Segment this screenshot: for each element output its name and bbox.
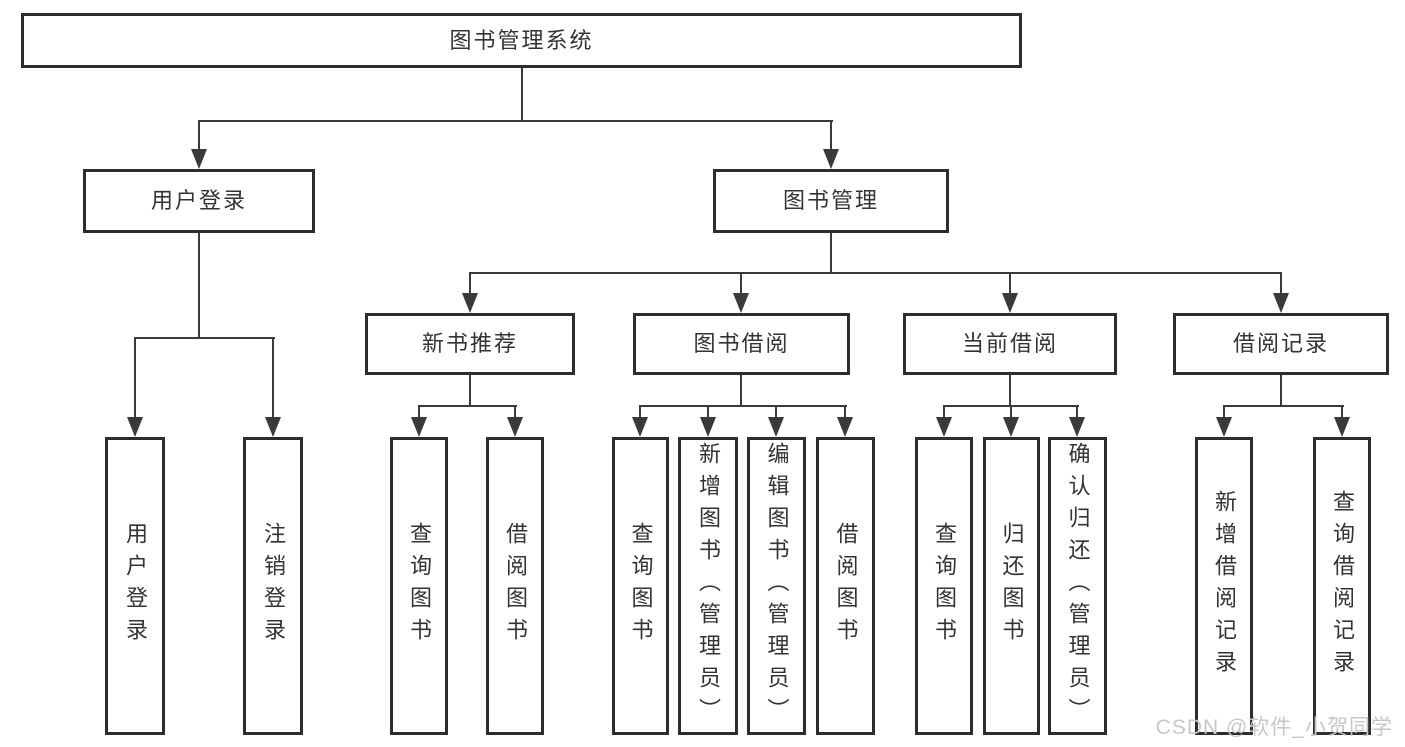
arrow-down-icon: [411, 417, 427, 437]
node-label: 当前借阅: [961, 331, 1058, 356]
leaf-add-borrow-record: 新增借阅记录: [1195, 437, 1253, 735]
connector-rail: [639, 405, 847, 407]
arrow-down-icon: [1003, 417, 1019, 437]
node-label: 新增图书（管理员）: [696, 442, 721, 730]
leaf-logout: 注销登录: [243, 437, 303, 735]
leaf-query-borrow-record: 查询借阅记录: [1313, 437, 1371, 735]
leaf-confirm-return-admin: 确认归还（管理员）: [1048, 437, 1107, 735]
arrow-down-icon: [1216, 417, 1232, 437]
connector-stem: [740, 375, 742, 407]
arrow-down-icon: [191, 149, 207, 169]
arrow-down-icon: [265, 417, 281, 437]
arrow-down-icon: [507, 417, 523, 437]
connector-drop: [1009, 272, 1011, 297]
connector-stem: [521, 68, 523, 122]
connector-drop: [134, 337, 136, 423]
node-borrowing-records: 借阅记录: [1173, 313, 1389, 375]
connector-drop: [272, 337, 274, 423]
node-label: 查询图书: [407, 522, 432, 650]
connector-rail: [1223, 405, 1344, 407]
leaf-borrow-books: 借阅图书: [486, 437, 544, 735]
leaf-edit-books-admin: 编辑图书（管理员）: [747, 437, 806, 735]
connector-drop: [707, 405, 709, 421]
node-library-management-system: 图书管理系统: [21, 13, 1022, 68]
connector-drop: [469, 272, 471, 297]
connector-drop: [844, 405, 846, 421]
node-book-borrowing: 图书借阅: [633, 313, 850, 375]
node-label: 用户登录: [123, 522, 148, 650]
arrow-down-icon: [1334, 417, 1350, 437]
connector-drop: [639, 405, 641, 421]
arrow-down-icon: [632, 417, 648, 437]
connector-drop: [1280, 272, 1282, 297]
node-label: 图书管理系统: [449, 27, 594, 53]
node-book-management: 图书管理: [713, 169, 949, 233]
node-label: 注销登录: [261, 522, 286, 650]
arrow-down-icon: [733, 293, 749, 313]
arrow-down-icon: [1273, 293, 1289, 313]
connector-drop: [740, 272, 742, 297]
connector-rail: [418, 405, 517, 407]
node-label: 新书推荐: [421, 331, 518, 356]
arrow-down-icon: [1069, 417, 1085, 437]
connector-stem: [198, 233, 200, 339]
leaf-user-login: 用户登录: [105, 437, 165, 735]
node-label: 用户登录: [150, 188, 247, 213]
arrow-down-icon: [1002, 293, 1018, 313]
arrow-down-icon: [837, 417, 853, 437]
connector-drop: [418, 405, 420, 421]
connector-stem: [830, 233, 832, 274]
connector-stem: [1009, 375, 1011, 407]
connector-drop: [198, 120, 200, 155]
node-label: 查询图书: [932, 522, 957, 650]
arrow-down-icon: [127, 417, 143, 437]
arrow-down-icon: [768, 417, 784, 437]
node-user-login: 用户登录: [83, 169, 315, 233]
node-label: 借阅图书: [503, 522, 528, 650]
node-new-book-recommendation: 新书推荐: [365, 313, 575, 375]
leaf-borrow-books: 借阅图书: [816, 437, 875, 735]
connector-drop: [1223, 405, 1225, 421]
connector-drop: [775, 405, 777, 421]
node-label: 图书借阅: [693, 331, 790, 356]
connector-rail: [134, 337, 275, 339]
connector-drop: [830, 120, 832, 155]
leaf-return-books: 归还图书: [983, 437, 1040, 735]
node-label: 确认归还（管理员）: [1065, 442, 1091, 730]
node-label: 查询借阅记录: [1330, 490, 1355, 682]
connector-drop: [1341, 405, 1343, 421]
arrow-down-icon: [936, 417, 952, 437]
connector-drop: [943, 405, 945, 421]
arrow-down-icon: [462, 293, 478, 313]
leaf-query-books: 查询图书: [390, 437, 448, 735]
node-label: 编辑图书（管理员）: [764, 442, 790, 730]
leaf-add-books-admin: 新增图书（管理员）: [678, 437, 738, 735]
arrow-down-icon: [823, 149, 839, 169]
connector-drop: [1076, 405, 1078, 421]
connector-drop: [1010, 405, 1012, 421]
node-label: 借阅图书: [833, 522, 859, 650]
node-label: 借阅记录: [1232, 331, 1329, 356]
leaf-query-books: 查询图书: [612, 437, 669, 735]
connector-rail: [469, 272, 1282, 274]
node-label: 归还图书: [999, 522, 1025, 650]
leaf-query-books: 查询图书: [915, 437, 973, 735]
connector-stem: [469, 375, 471, 407]
connector-stem: [1280, 375, 1282, 407]
node-label: 图书管理: [782, 188, 879, 213]
connector-drop: [514, 405, 516, 421]
node-label: 新增借阅记录: [1212, 490, 1237, 682]
node-label: 查询图书: [628, 522, 654, 650]
arrow-down-icon: [700, 417, 716, 437]
node-current-borrowing: 当前借阅: [903, 313, 1117, 375]
csdn-watermark: CSDN @软件_小贺同学: [1155, 716, 1393, 739]
connector-rail: [198, 120, 833, 122]
